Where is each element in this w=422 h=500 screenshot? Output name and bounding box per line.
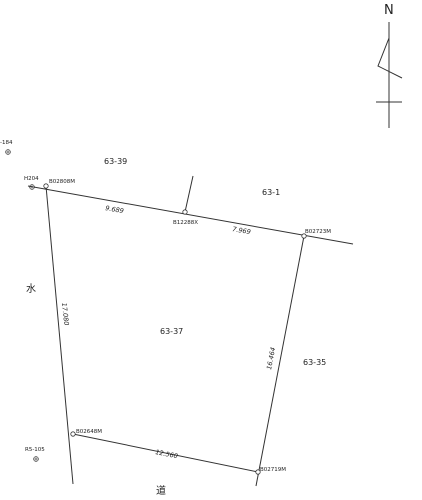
top-boundary-line [27,185,354,245]
point-b12288-label: B12288X [173,220,198,226]
point-b02808 [43,183,49,189]
tick-line [184,175,194,213]
point-b02723-label: B02723M [305,229,331,235]
left-boundary-line [45,185,74,485]
point-b02723 [301,233,307,239]
dimension-left: 17.080 [60,302,70,325]
north-arrow-head [377,37,403,79]
dimension-bottom: 12.560 [155,448,179,460]
point-b12288 [182,209,188,215]
point-b02719 [255,469,261,475]
water-label: 水 [26,283,36,295]
survey-points [43,183,307,475]
bottom-boundary-line [72,433,259,473]
benchmark-184-label: -184 [0,140,13,146]
benchmark-r5-105-label: R5-105 [25,447,45,453]
lot-63-1-label: 63-1 [262,188,280,197]
dimension-top-left: 9.689 [105,204,125,215]
point-b02719-label: B02719M [260,467,286,473]
boundary-lines [27,175,354,487]
north-label: N [384,3,394,18]
dimension-top-right: 7.969 [232,225,252,236]
lot-63-39-label: 63-39 [104,157,127,166]
lot-63-37-label: 63-37 [160,327,183,336]
right-boundary-line [255,235,305,487]
north-arrow: N [376,3,403,128]
lot-63-35-label: 63-35 [303,358,326,367]
road-label: 道 [156,484,166,497]
point-b02648-label: B02648M [76,429,102,435]
benchmarks [5,149,39,462]
dimension-right: 16.464 [265,347,277,371]
point-b02808-label: B02808M [49,179,75,185]
benchmark-h204-label: H204 [24,176,39,182]
point-b02648 [70,431,76,437]
